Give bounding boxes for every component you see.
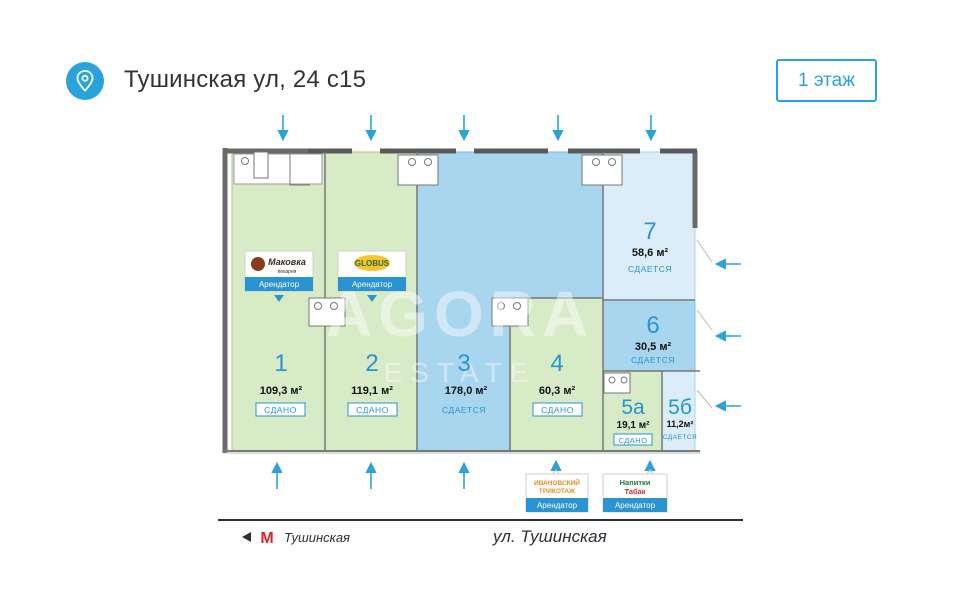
watermark-sub: ESTATE [384,357,537,388]
unit-status: СДАЕТСЯ [631,355,675,365]
tenant-card-napitki: Напитки Табак Арендатор [602,469,668,513]
unit-6-label: 6 30,5 м² СДАЕТСЯ [631,312,675,365]
tenant-logo-makovka-sub: пекарня [278,269,297,275]
tenant-logo-ivanovsky: ИВАНОВСКИЙ [534,478,580,487]
entrance-arrow-icon [277,115,657,142]
unit-5b-label: 5б 11,2м² СДАЕТСЯ [663,396,697,441]
unit-number: 4 [550,350,563,377]
tenant-card-makovka: Маковка пекарня Арендатор [244,250,314,302]
unit-area: 109,3 м² [260,385,303,397]
utility-area [233,153,323,185]
unit-number: 1 [274,350,287,377]
entrance-arrow-icon [714,258,741,412]
unit-area: 58,6 м² [632,247,669,259]
unit-status: СДАНО [264,405,297,415]
unit-number: 6 [646,312,659,339]
unit-number: 5б [668,396,692,419]
unit-status: СДАЕТСЯ [663,434,697,441]
bathroom-fixture-icon [241,154,631,394]
metro-station-label: Тушинская [284,530,350,545]
tenant-role: Арендатор [615,501,656,510]
unit-number: 3 [457,350,470,377]
unit-number: 2 [365,350,378,377]
outer-wall [222,148,698,453]
entrance-arrow-icon [271,459,656,489]
unit-area: 30,5 м² [635,341,672,353]
map-pin-icon [66,62,104,100]
unit-status: СДАНО [618,436,647,445]
unit-5a-label: 5а 19,1 м² СДАНО [613,396,653,446]
unit-status: СДАНО [356,405,389,415]
street-name-label: ул. Тушинская [492,527,607,546]
unit-area: 178,0 м² [445,385,488,397]
unit-5b-room [661,370,696,452]
unit-4-label: 4 60,3 м² СДАНО [532,350,583,417]
unit-area: 119,1 м² [351,385,393,397]
tenant-card-globus: GLOBUS Арендатор [337,250,407,302]
unit-area: 19,1 м² [617,420,651,431]
tenant-logo-globus: GLOBUS [355,259,390,268]
tenant-card-ivanovsky: ИВАНОВСКИЙ ТРИКОТАЖ Арендатор [525,469,589,513]
unit-2-label: 2 119,1 м² СДАНО [347,350,398,417]
address-title: Тушинская ул, 24 с15 [124,66,367,93]
unit-area: 11,2м² [667,419,694,429]
unit-area: 60,3 м² [539,385,576,397]
metro-direction-arrow-icon [242,532,251,542]
tenant-role: Арендатор [352,280,393,289]
floor-selector-button[interactable]: 1 этаж [776,59,877,102]
unit-1-label: 1 109,3 м² СДАНО [255,350,306,417]
metro-logo-icon: М [260,530,273,547]
unit-status: СДАЕТСЯ [442,405,486,415]
tenant-logo-napitki: Напитки [620,478,651,487]
tenant-logo-ivanovsky-2: ТРИКОТАЖ [539,488,575,495]
tenant-role: Арендатор [537,501,578,510]
unit-number: 7 [643,218,656,245]
unit-status: СДАНО [541,405,574,415]
tenant-role: Арендатор [259,280,300,289]
unit-3-label: 3 178,0 м² СДАЕТСЯ [442,350,488,415]
unit-number: 5а [621,396,645,419]
unit-status: СДАЕТСЯ [628,264,672,274]
tenant-logo-makovka: Маковка [268,257,306,267]
tenant-logo-napitki-2: Табак [624,487,645,496]
unit-7-label: 7 58,6 м² СДАЕТСЯ [628,218,672,274]
unit-6-room [602,299,696,372]
